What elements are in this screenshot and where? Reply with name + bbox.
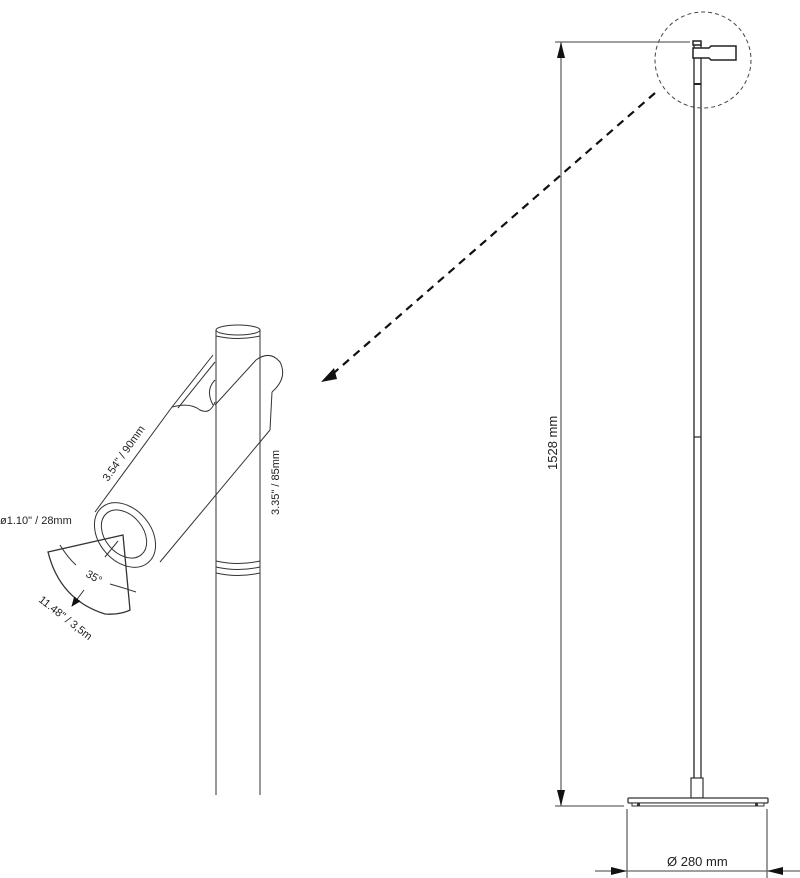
diameter-label: ø1.10" / 28mm — [0, 515, 72, 527]
height-label: 1528 mm — [545, 416, 560, 470]
base-diameter-label: Ø 280 mm — [667, 854, 728, 869]
lamp-base — [627, 797, 769, 804]
detail-view: 3.54" / 90mm 3.35" / 85mm ø1.10" / 28mm … — [0, 324, 284, 795]
full-view — [627, 40, 769, 807]
height-dimension: 1528 mm — [545, 41, 690, 807]
beam-angle-label: 35° — [84, 568, 104, 587]
lamp-head — [692, 45, 737, 61]
detail-head — [93, 354, 284, 568]
throw-distance-label: 11.48" / 3,5m — [36, 594, 94, 643]
stem-length-label: 3.35" / 85mm — [270, 450, 282, 515]
detail-circle — [654, 11, 752, 109]
base-diameter-dimension: Ø 280 mm — [595, 809, 800, 878]
callout-arrow — [321, 11, 752, 382]
detail-stem — [215, 324, 261, 795]
head-length-label: 3.54" / 90mm — [101, 424, 148, 484]
beam-cone — [47, 534, 137, 615]
lamp-head-cap — [692, 40, 702, 46]
